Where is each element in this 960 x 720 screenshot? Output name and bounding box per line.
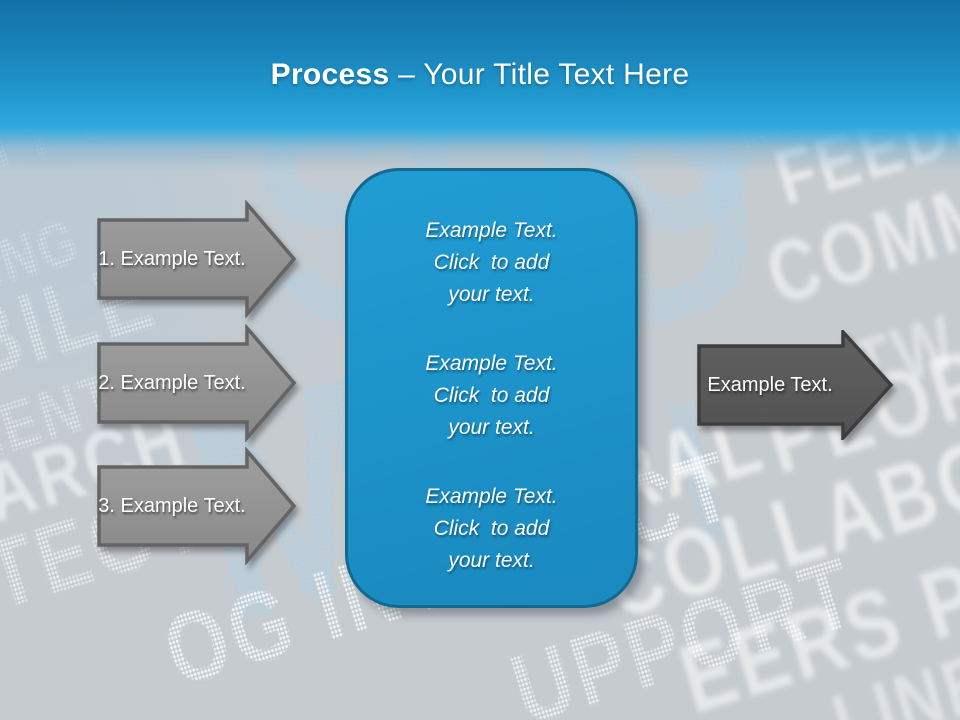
panel-text-block-2[interactable]: Example Text. Click to add your text. xyxy=(425,352,558,439)
result-arrow-label[interactable]: Example Text. xyxy=(707,373,833,396)
panel-text-block-3[interactable]: Example Text. Click to add your text. xyxy=(425,485,558,572)
result-arrow[interactable]: Example Text. xyxy=(697,330,894,440)
step-1-label[interactable]: 1. Example Text. xyxy=(98,247,246,270)
content-panel[interactable]: Example Text. Click to add your text. Ex… xyxy=(345,168,638,608)
title-bar: Process – Your Title Text Here xyxy=(0,0,960,172)
step-arrow-2[interactable]: 2. Example Text. xyxy=(97,324,297,442)
step-3-label[interactable]: 3. Example Text. xyxy=(98,494,246,517)
right-arrow-shape-icon xyxy=(97,200,297,318)
step-arrow-3[interactable]: 3. Example Text. xyxy=(97,447,297,565)
slide-title-rest: – Your Title Text Here xyxy=(389,58,690,91)
slide-title[interactable]: Process – Your Title Text Here xyxy=(271,58,690,92)
slide-title-keyword: Process xyxy=(270,58,390,91)
step-arrow-1[interactable]: 1. Example Text. xyxy=(97,200,297,318)
right-arrow-shape-icon xyxy=(697,330,894,440)
panel-text-block-1[interactable]: Example Text. Click to add your text. xyxy=(425,219,558,306)
right-arrow-shape-icon xyxy=(97,447,297,565)
step-2-label[interactable]: 2. Example Text. xyxy=(98,371,246,394)
right-arrow-shape-icon xyxy=(97,324,297,442)
